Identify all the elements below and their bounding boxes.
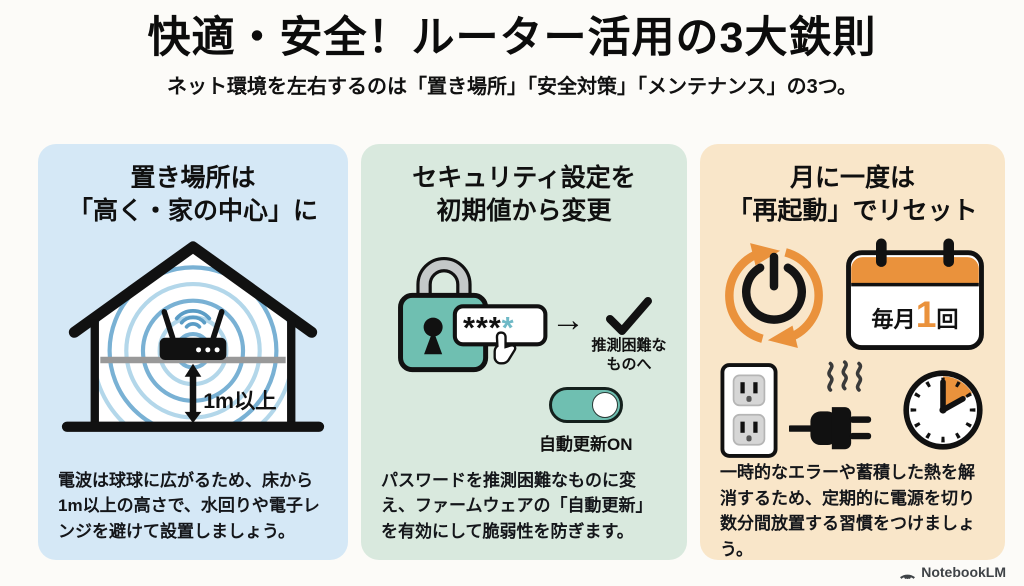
panel-restart-body: 一時的なエラーや蓄積した熱を解消するため、定期的に電源を切り数分間放置する習慣を…: [720, 463, 975, 559]
change-note: 推測困難な ものへ: [591, 337, 666, 375]
outlet-icon: [720, 362, 777, 458]
checkmark-icon: [606, 297, 652, 335]
panel-restart-heading-line2: 「再起動」でリセット: [727, 196, 978, 225]
auto-update-toggle: [548, 387, 623, 423]
panel-placement: 置き場所は 「高く・家の中心」に: [38, 144, 348, 560]
notebooklm-logo-icon: [900, 574, 916, 579]
panel-placement-heading-line2: 「高く・家の中心」に: [67, 196, 318, 225]
restart-row-top: 毎月1回: [716, 235, 989, 352]
svg-text:****: ****: [463, 310, 515, 345]
outlet-socket-top: [732, 374, 765, 406]
clock-icon: [902, 370, 983, 450]
router-icon: [159, 309, 227, 361]
toggle-knob: [591, 392, 618, 418]
padlock-password-illustration: ****: [398, 257, 548, 373]
change-note-line2: ものへ: [606, 355, 652, 373]
auto-update-block: 自動更新ON: [538, 387, 633, 455]
panel-security-heading-line2: 初期値から変更: [436, 196, 612, 225]
outlet-socket-bottom: [732, 413, 765, 446]
arrow-right-icon: →: [551, 301, 585, 339]
roof-and-walls: [61, 241, 325, 432]
watermark-text: NotebookLM: [921, 564, 1006, 580]
house-wifi-illustration: 1m以上: [61, 241, 325, 432]
panel-restart-heading: 月に一度は 「再起動」でリセット: [727, 162, 977, 227]
plug-icon: [788, 360, 871, 450]
panel-placement-body: 電波は球球に広がるため、床から1m以上の高さで、水回りや電子レンジを避けて設置し…: [58, 470, 320, 541]
calendar-label-prefix: 毎月: [871, 307, 915, 332]
height-arrow-icon: [184, 363, 202, 424]
panel-placement-heading-line1: 置き場所は: [130, 164, 256, 192]
height-label: 1m以上: [203, 389, 276, 413]
calendar-label-count: 1: [915, 293, 936, 335]
calendar-label: 毎月1回: [871, 293, 958, 335]
auto-update-label: 自動更新ON: [538, 435, 633, 454]
change-note-line1: 推測困難な: [591, 337, 667, 354]
header: 快適・安全！ルーター活用の3大鉄則 ネット環境を左右するのは「置き場所」「安全対…: [0, 14, 1024, 99]
calendar-icon: 毎月1回: [845, 238, 984, 351]
password-change-row: **** → 推測困難な ものへ: [377, 241, 671, 377]
restart-power-icon: [724, 242, 828, 348]
clock-minutes-wedge: [942, 376, 972, 410]
panels-row: 置き場所は 「高く・家の中心」に: [38, 144, 1005, 560]
panel-security-heading: セキュリティ設定を 初期値から変更: [412, 162, 636, 227]
panel-security: セキュリティ設定を 初期値から変更 ****: [361, 144, 687, 560]
password-mask: ***: [463, 310, 502, 345]
strong-password-note: 推測困難な ものへ: [587, 297, 671, 375]
panel-restart: 月に一度は 「再起動」でリセット: [700, 144, 1005, 560]
restart-row-bottom: [716, 360, 989, 460]
watermark: NotebookLM: [899, 564, 1006, 580]
heat-waves-icon: [826, 360, 862, 392]
panel-restart-heading-line1: 月に一度は: [789, 164, 915, 192]
panel-security-body: パスワードを推測困難なものに変え、ファームウェアの「自動更新」を有効にして脆弱性…: [381, 470, 653, 541]
infographic-page: 快適・安全！ルーター活用の3大鉄則 ネット環境を左右するのは「置き場所」「安全対…: [0, 14, 1024, 586]
password-caret: *: [502, 310, 515, 345]
panel-security-heading-line1: セキュリティ設定を: [412, 164, 636, 192]
password-field: ****: [452, 304, 548, 347]
hand-cursor-icon: [493, 331, 517, 365]
panel-placement-heading: 置き場所は 「高く・家の中心」に: [68, 162, 318, 227]
page-subtitle: ネット環境を左右するのは「置き場所」「安全対策」「メンテナンス」の3つ。: [167, 76, 857, 99]
page-title: 快適・安全！ルーター活用の3大鉄則: [147, 14, 877, 62]
calendar-label-suffix: 回: [936, 307, 958, 332]
